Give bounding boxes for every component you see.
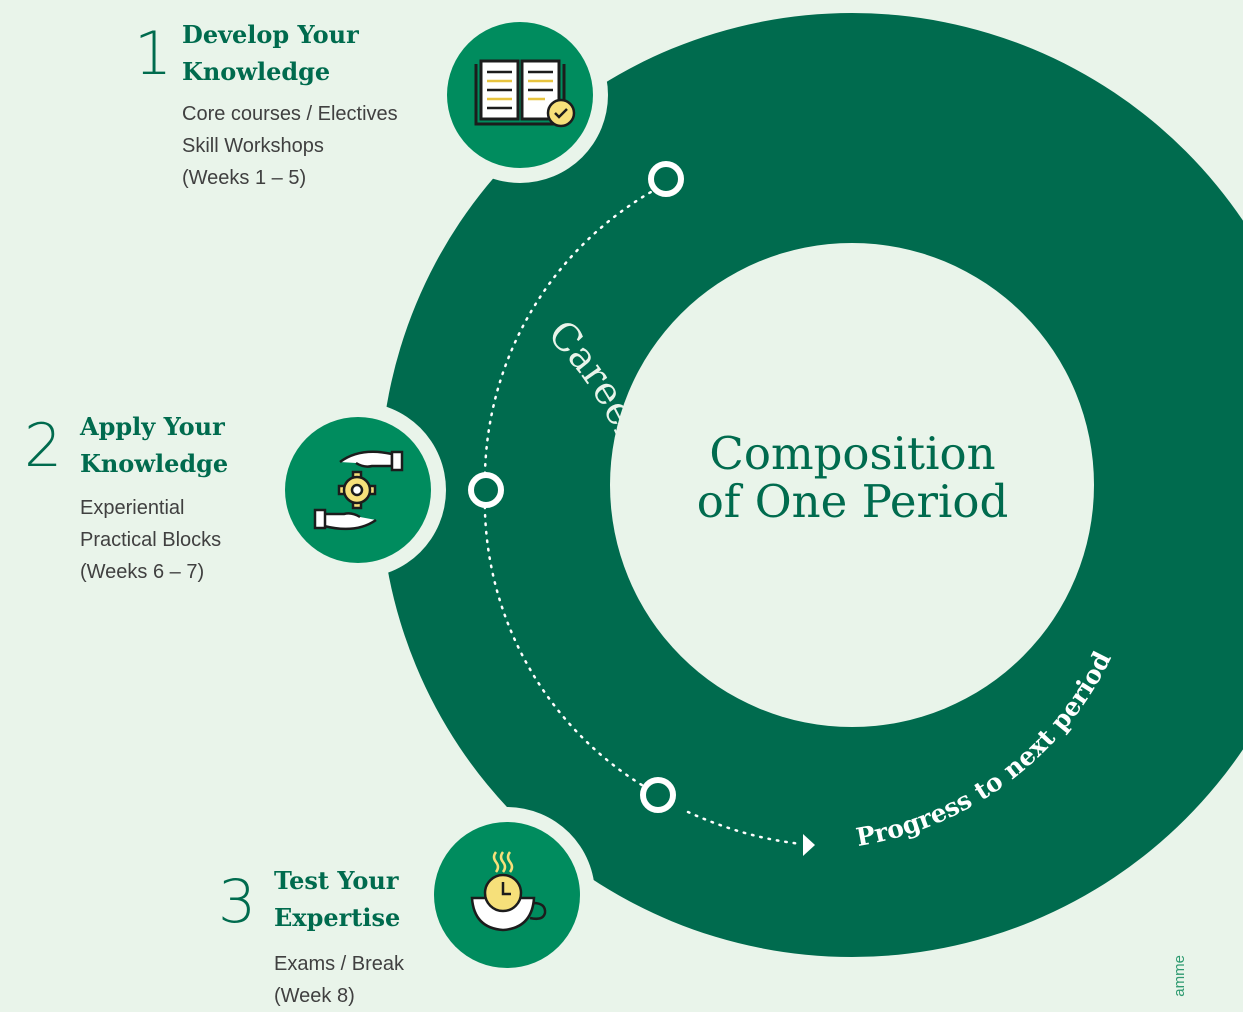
step-3-icon-badge [419, 807, 595, 983]
step-3-title: Test Your Expertise [274, 866, 401, 932]
step-1-icon-badge [432, 7, 608, 183]
coffee-cup-clock-icon [470, 851, 547, 932]
hands-gear-icon [313, 450, 404, 531]
step-2-number: 2 [24, 411, 63, 481]
milestone-node-3 [640, 777, 676, 813]
center-title-line-2: of One Period [696, 475, 1009, 528]
step-2-icon-badge [270, 402, 446, 578]
side-edge-label: amme [1171, 955, 1188, 997]
step-1-details: Core courses / Electives Skill Workshops… [182, 103, 398, 189]
progress-dotted-path [686, 810, 804, 846]
step-3-number: 3 [218, 867, 257, 937]
step-2-details: Experiential Practical Blocks (Weeks 6 –… [80, 497, 222, 583]
step-2-title: Apply Your Knowledge [80, 412, 229, 478]
inner-disc [610, 243, 1094, 727]
open-book-check-icon [474, 59, 576, 128]
progress-arrowhead [803, 834, 815, 856]
milestone-node-1 [648, 161, 684, 197]
center-title: Composition of One Period [660, 430, 1045, 526]
step-1-number: 1 [134, 19, 173, 89]
center-title-line-1: Composition [709, 427, 996, 480]
milestone-node-2 [468, 472, 504, 508]
step-1-title: Develop Your Knowledge [182, 20, 359, 86]
step-3-details: Exams / Break (Week 8) [274, 953, 405, 1007]
